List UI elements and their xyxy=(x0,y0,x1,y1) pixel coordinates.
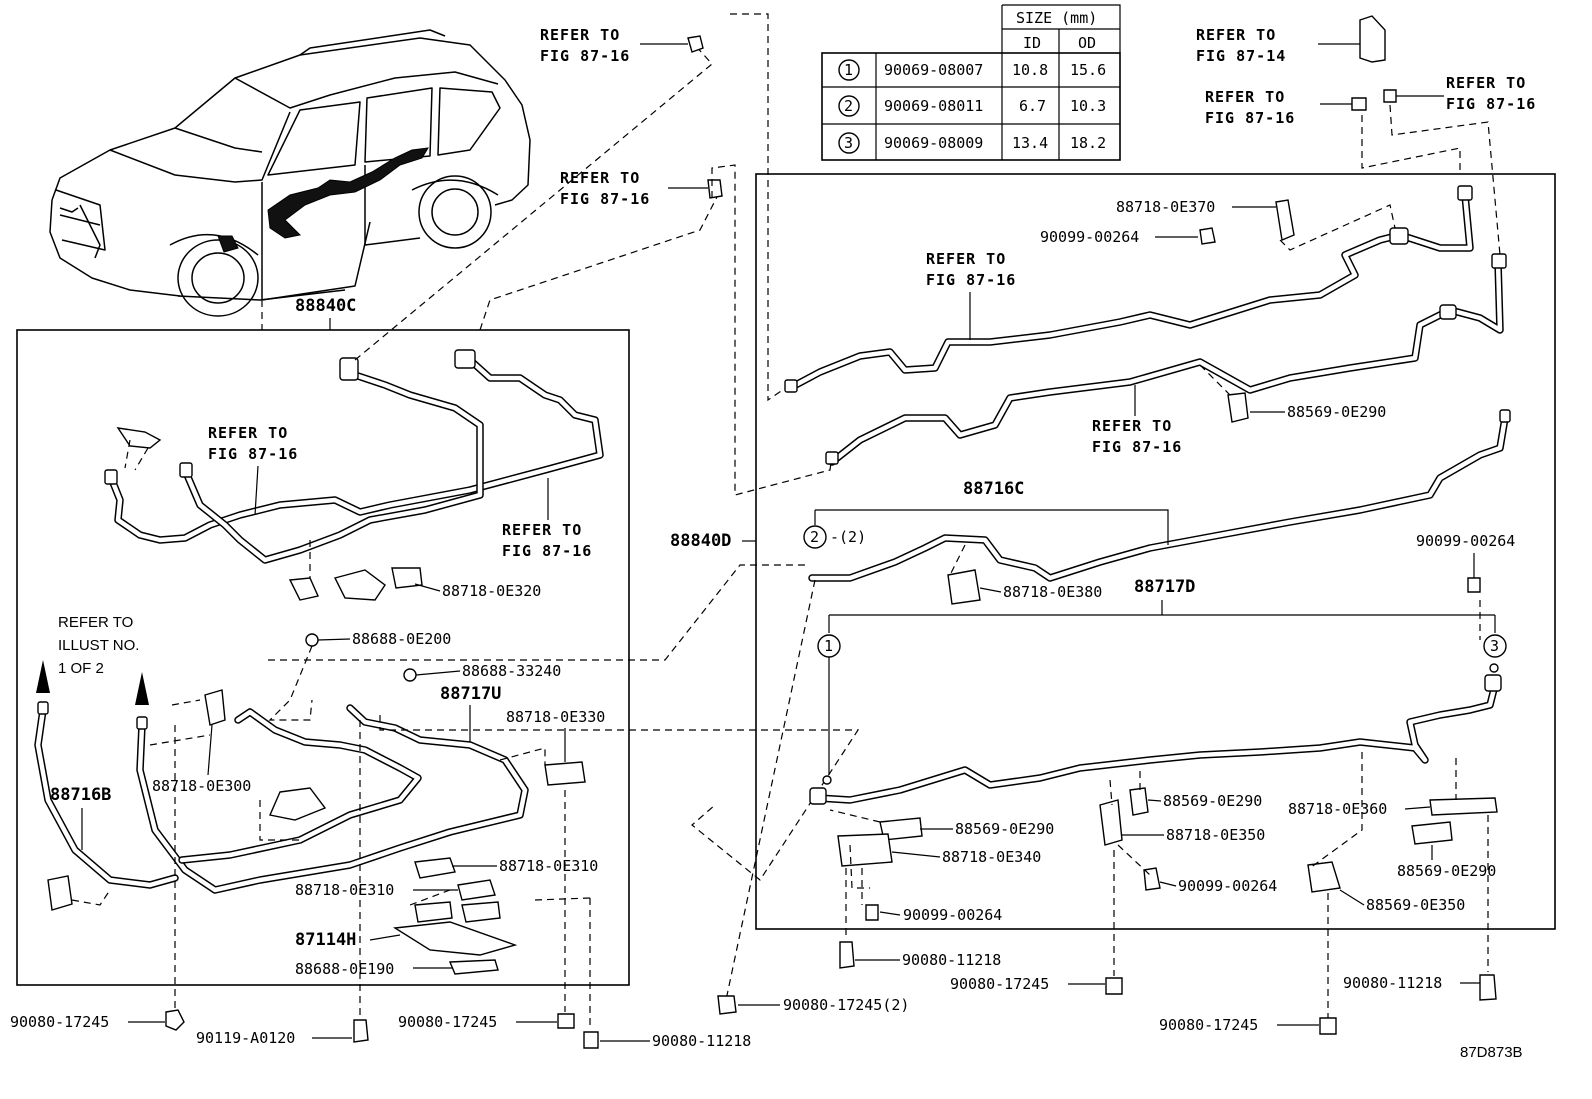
arrow-up-left-icon xyxy=(36,660,50,693)
ref-fig-87-14-line2: FIG 87-14 xyxy=(1196,47,1286,65)
label-88718-0E320: 88718-0E320 xyxy=(442,582,541,600)
table-row-2-id: 6.7 xyxy=(1019,97,1046,115)
label-90119-A0120: 90119-A0120 xyxy=(196,1029,295,1047)
table-row-3-part: 90069-08009 xyxy=(884,134,983,152)
table-row-3-id: 13.4 xyxy=(1012,134,1048,152)
label-90080-17245-b: 90080-17245 xyxy=(398,1013,497,1031)
label-88840D: 88840D xyxy=(670,531,731,551)
label-90080-17245-e: 90080-17245 xyxy=(1159,1016,1258,1034)
table-row-3-mark: 3 xyxy=(844,134,853,152)
table-header-size: SIZE (mm) xyxy=(1016,9,1097,27)
brake-tubes-88840C xyxy=(104,349,604,564)
ref-fig-87-16-c-line2: FIG 87-16 xyxy=(540,47,630,65)
table-row-1-od: 15.6 xyxy=(1070,61,1106,79)
label-88718-0E340: 88718-0E340 xyxy=(942,848,1041,866)
label-90080-11218-b: 90080-11218 xyxy=(902,951,1001,969)
ref-fig-87-16-b-line2: FIG 87-16 xyxy=(502,542,592,560)
ref-fig-87-16-a-line1: REFER TO xyxy=(208,424,288,442)
label-90099-00264-b: 90099-00264 xyxy=(1416,532,1515,550)
label-90080-11218-c: 90080-11218 xyxy=(1343,974,1442,992)
label-88840C: 88840C xyxy=(295,296,356,316)
ref-illust-line2: ILLUST NO. xyxy=(58,637,139,654)
ref-illust-line1: REFER TO xyxy=(58,614,133,631)
table-row-2-part: 90069-08011 xyxy=(884,97,983,115)
label-90080-11218-a: 90080-11218 xyxy=(652,1032,751,1050)
table-row-1-mark: 1 xyxy=(844,61,853,79)
ref-fig-87-16-f-line1: REFER TO xyxy=(1446,74,1526,92)
hose-top-right xyxy=(1359,15,1386,63)
hose-size-table: SIZE (mm) ID OD 1 90069-08007 10.8 15.6 … xyxy=(821,4,1121,161)
label-88718-0E350: 88718-0E350 xyxy=(1166,826,1265,844)
ref-fig-87-16-a-line2: FIG 87-16 xyxy=(208,445,298,463)
label-88717U: 88717U xyxy=(440,684,501,704)
table-row-2-mark: 2 xyxy=(844,97,853,115)
label-88569-0E290-a: 88569-0E290 xyxy=(1287,403,1386,421)
label-88718-0E310-a: 88718-0E310 xyxy=(499,857,598,875)
left-box-hardware xyxy=(47,427,586,975)
label-88717D: 88717D xyxy=(1134,577,1195,597)
brake-tubes-88717U xyxy=(34,701,529,894)
right-box-hardware xyxy=(837,199,1498,921)
callout-circle-2: 2 xyxy=(810,528,819,546)
ref-fig-87-14-line1: REFER TO xyxy=(1196,26,1276,44)
label-90080-17245-d: 90080-17245(2) xyxy=(783,996,909,1014)
label-88718-0E300: 88718-0E300 xyxy=(152,777,251,795)
arrow-up-right-icon xyxy=(135,672,149,705)
grommet-mid-center xyxy=(707,179,723,199)
label-88716B: 88716B xyxy=(50,785,111,805)
bottom-left-bolts xyxy=(165,1009,599,1049)
label-88718-0E310-b: 88718-0E310 xyxy=(295,881,394,899)
label-87114H: 87114H xyxy=(295,930,356,950)
ref-fig-87-16-g-line2: FIG 87-16 xyxy=(926,271,1016,289)
label-88569-0E350: 88569-0E350 xyxy=(1366,896,1465,914)
ref-fig-87-16-e-line2: FIG 87-16 xyxy=(1205,109,1295,127)
table-header-od: OD xyxy=(1078,34,1096,52)
label-88718-0E360: 88718-0E360 xyxy=(1288,800,1387,818)
label-90099-00264-a: 90099-00264 xyxy=(1040,228,1139,246)
ref-fig-87-16-g-line1: REFER TO xyxy=(926,250,1006,268)
label-88569-0E290-d: 88569-0E290 xyxy=(1397,862,1496,880)
brake-tubes-88840D xyxy=(784,185,1511,805)
table-row-3-od: 18.2 xyxy=(1070,134,1106,152)
callout-2-qty: -(2) xyxy=(830,528,866,546)
ref-illust-line3: 1 OF 2 xyxy=(58,660,104,677)
label-90080-17245-c: 90080-17245 xyxy=(950,975,1049,993)
bottom-right-bolts xyxy=(717,941,1497,1035)
callout-circle-3: 3 xyxy=(1490,637,1499,655)
label-88688-33240: 88688-33240 xyxy=(462,662,561,680)
ref-fig-87-16-c-line1: REFER TO xyxy=(540,26,620,44)
table-row-1-id: 10.8 xyxy=(1012,61,1048,79)
grommet-top-center xyxy=(687,35,704,53)
ref-fig-87-16-e-line1: REFER TO xyxy=(1205,88,1285,106)
label-88718-0E370: 88718-0E370 xyxy=(1116,198,1215,216)
ref-fig-87-16-f-line2: FIG 87-16 xyxy=(1446,95,1536,113)
label-88569-0E290-c: 88569-0E290 xyxy=(955,820,1054,838)
label-88718-0E330: 88718-0E330 xyxy=(506,708,605,726)
label-90099-00264-d: 90099-00264 xyxy=(903,906,1002,924)
callout-circle-1: 1 xyxy=(824,637,833,655)
table-row-1-part: 90069-08007 xyxy=(884,61,983,79)
label-88688-0E200: 88688-0E200 xyxy=(352,630,451,648)
table-header-id: ID xyxy=(1023,34,1041,52)
ref-fig-87-16-d-line2: FIG 87-16 xyxy=(560,190,650,208)
illustration-code: 87D873B xyxy=(1460,1044,1523,1061)
label-90080-17245-a: 90080-17245 xyxy=(10,1013,109,1031)
label-90099-00264-c: 90099-00264 xyxy=(1178,877,1277,895)
assembly-box-88840C xyxy=(16,329,630,986)
label-88718-0E380: 88718-0E380 xyxy=(1003,583,1102,601)
label-88569-0E290-b: 88569-0E290 xyxy=(1163,792,1262,810)
ref-fig-87-16-h-line2: FIG 87-16 xyxy=(1092,438,1182,456)
ref-fig-87-16-h-line1: REFER TO xyxy=(1092,417,1172,435)
ref-fig-87-16-d-line1: REFER TO xyxy=(560,169,640,187)
label-88688-0E190: 88688-0E190 xyxy=(295,960,394,978)
assembly-box-88840D xyxy=(755,173,1556,930)
ref-fig-87-16-b-line1: REFER TO xyxy=(502,521,582,539)
label-88716C: 88716C xyxy=(963,479,1024,499)
table-row-2-od: 10.3 xyxy=(1070,97,1106,115)
vehicle-illustration xyxy=(49,29,531,330)
